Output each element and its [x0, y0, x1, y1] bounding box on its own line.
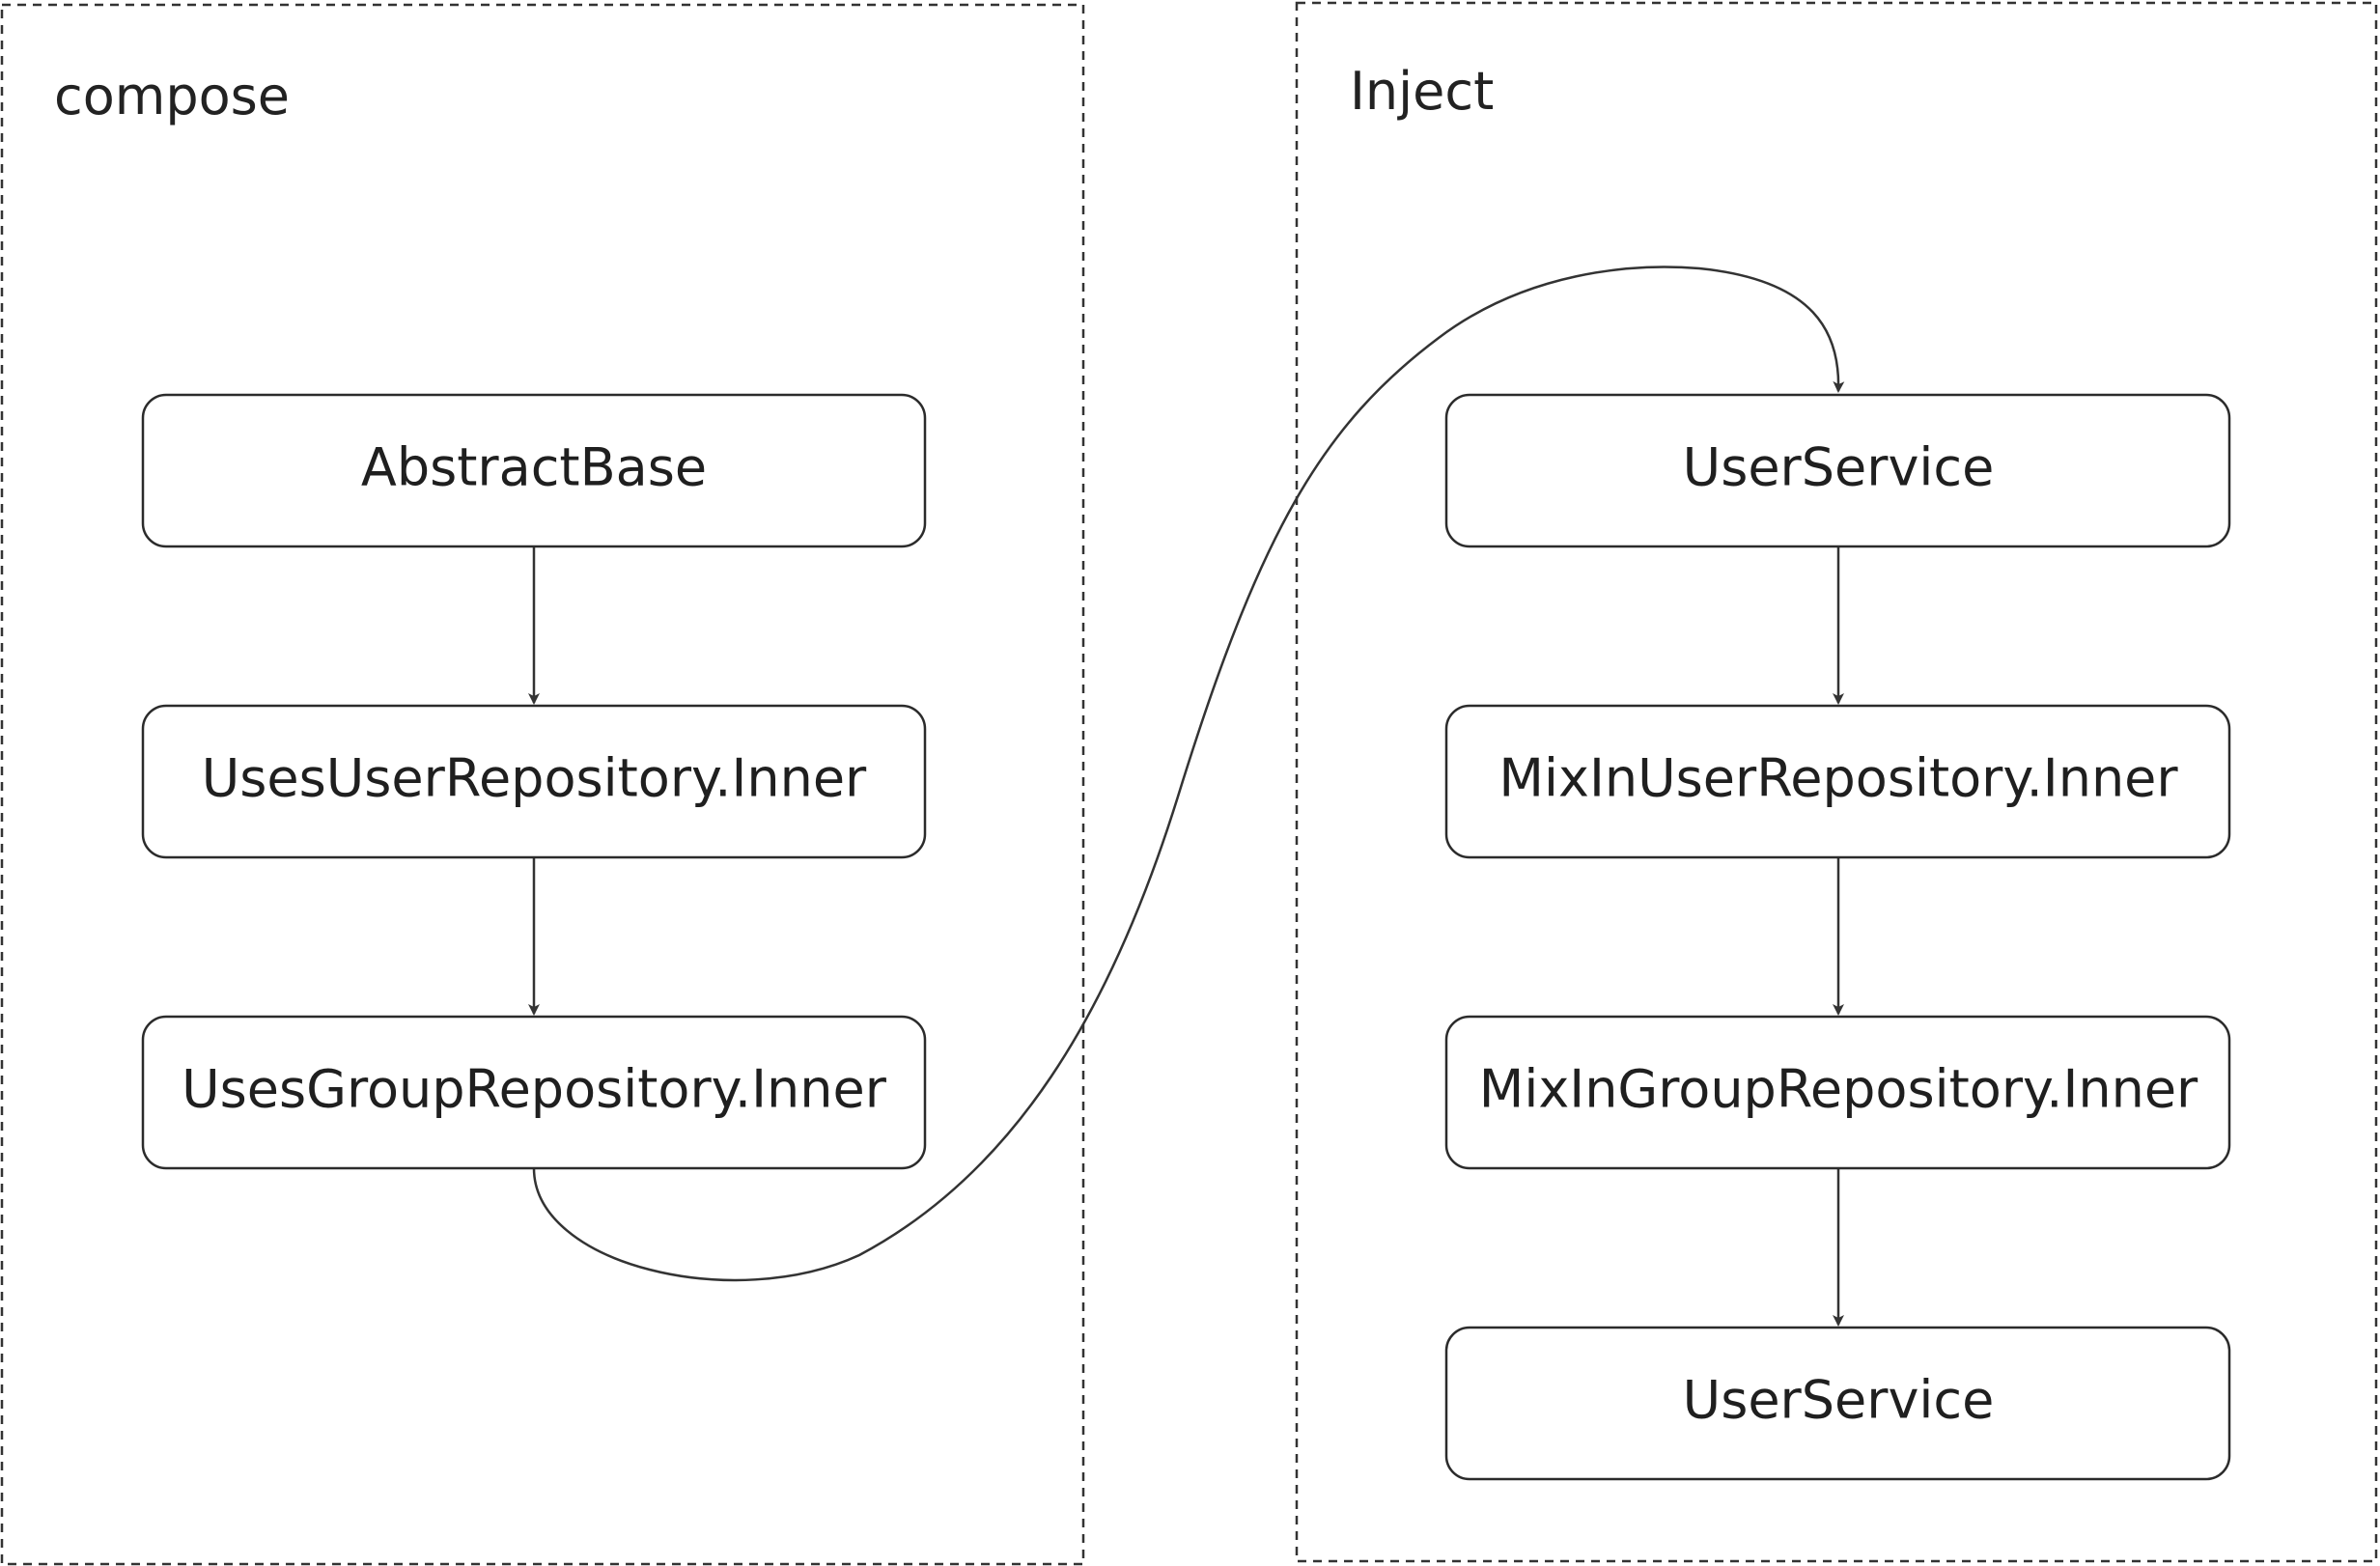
node-uses-user-repository: UsesUserRepository.Inner: [141, 704, 927, 859]
node-user-service-bottom-label: UserService: [1683, 1370, 1995, 1431]
node-user-service-top-label: UserService: [1683, 437, 1995, 498]
node-uses-group-repository-label: UsesGroupRepository.Inner: [182, 1059, 887, 1120]
node-uses-user-repository-box: [141, 704, 927, 859]
edge-uses-group-to-user-service: [532, 266, 1845, 1282]
node-abstract-base-box: [141, 393, 927, 548]
node-mixin-user-repository-label: MixInUserRepository.Inner: [1498, 748, 2178, 809]
node-uses-user-repository-label: UsesUserRepository.Inner: [202, 748, 867, 809]
node-mixin-group-repository-label: MixInGroupRepository.Inner: [1479, 1059, 2198, 1120]
node-abstract-base-label: AbstractBase: [361, 437, 707, 498]
group-compose-label: compose: [54, 66, 290, 126]
node-user-service-top: UserService: [1444, 393, 2231, 548]
group-inject-label: Inject: [1350, 61, 1494, 122]
node-abstract-base: AbstractBase: [141, 393, 927, 548]
group-inject-frame: [1295, 1, 2378, 1563]
node-user-service-bottom: UserService: [1444, 1326, 2231, 1481]
node-mixin-user-repository-box: [1444, 704, 2231, 859]
node-mixin-user-repository: MixInUserRepository.Inner: [1444, 704, 2231, 859]
node-mixin-group-repository: MixInGroupRepository.Inner: [1444, 1015, 2231, 1170]
node-mixin-group-repository-box: [1444, 1015, 2231, 1170]
node-user-service-bottom-box: [1444, 1326, 2231, 1481]
group-inject: Inject: [1295, 1, 2378, 1563]
group-compose: compose: [0, 3, 1085, 1566]
node-user-service-top-box: [1444, 393, 2231, 548]
node-uses-group-repository: UsesGroupRepository.Inner: [141, 1015, 927, 1170]
node-uses-group-repository-box: [141, 1015, 927, 1170]
group-compose-frame: [0, 3, 1085, 1566]
